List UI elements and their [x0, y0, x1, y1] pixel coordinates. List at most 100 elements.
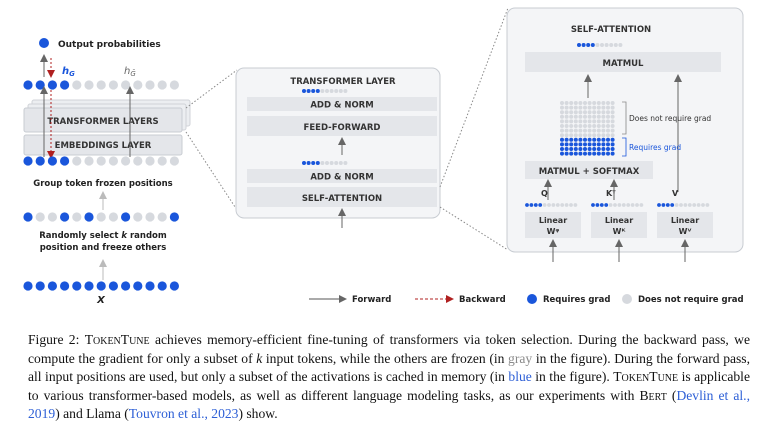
token-dot: [604, 203, 609, 207]
token-dot: [595, 43, 600, 47]
legend-requires-grad-dot: [527, 294, 537, 304]
attention-cell: [606, 119, 610, 124]
v-label: V: [672, 189, 679, 198]
caption-bert: Bert: [639, 387, 667, 403]
embeddings-layer-label: EMBEDDINGS LAYER: [55, 141, 152, 151]
token-dot: [84, 80, 94, 90]
caption-k: k: [256, 350, 263, 366]
attention-cell: [596, 133, 601, 138]
brace-no-grad: [622, 101, 627, 135]
token-dot: [133, 80, 143, 90]
x-label: X: [96, 295, 106, 306]
token-dot: [320, 161, 325, 165]
group-token-label: Group token frozen positions: [33, 179, 172, 189]
attention-cell: [583, 105, 587, 110]
attention-cell: [583, 133, 587, 138]
embeddings-layer-box: [23, 134, 183, 156]
token-dot: [547, 203, 551, 207]
token-dot: [665, 203, 670, 207]
legend-backward-label: Backward: [459, 295, 506, 305]
attention-cell: [569, 128, 574, 133]
attention-cell: [592, 119, 597, 124]
caption-text: is applicable to various transformer-bas…: [28, 369, 750, 403]
attention-cell: [587, 133, 592, 138]
attention-cell: [596, 124, 601, 128]
token-dot: [590, 43, 595, 47]
attention-cell: [587, 114, 592, 119]
token-dot: [609, 43, 614, 47]
attention-cell: [596, 105, 601, 110]
token-dot: [555, 203, 560, 207]
token-dot: [35, 281, 45, 291]
linear-k-label: Linear: [605, 216, 633, 225]
token-dot: [108, 212, 118, 222]
token-dot: [145, 80, 155, 90]
attention-cell: [564, 114, 569, 119]
token-dot: [325, 89, 329, 93]
attention-cell: [564, 151, 569, 156]
token-dot: [525, 203, 529, 207]
attention-cell: [587, 110, 592, 115]
attention-cell: [560, 110, 564, 115]
token-dot: [306, 89, 311, 93]
attention-cell: [573, 110, 578, 115]
attention-cell: [610, 124, 615, 128]
token-dot: [60, 281, 70, 291]
token-dot: [133, 156, 143, 166]
attention-cell: [587, 101, 592, 105]
attention-cell: [587, 137, 592, 142]
selected-token-row: [23, 212, 179, 222]
attention-cell: [583, 110, 587, 115]
token-dot: [157, 80, 167, 90]
attention-cell: [564, 101, 569, 105]
token-dot: [133, 212, 143, 222]
token-dot: [639, 203, 644, 207]
token-dot: [23, 156, 33, 166]
add-norm-bottom-label: ADD & NORM: [310, 173, 373, 183]
citation-link[interactable]: Touvron et al., 2023: [128, 406, 239, 422]
attention-cell: [610, 133, 615, 138]
token-dot: [613, 43, 618, 47]
attention-cell: [592, 101, 597, 105]
token-dot: [157, 281, 167, 291]
attention-cell: [573, 133, 578, 138]
attention-cell: [606, 151, 610, 156]
token-dot: [679, 203, 683, 207]
caption-text: ) show.: [238, 406, 278, 422]
token-dot: [169, 80, 179, 90]
token-dot: [23, 212, 33, 222]
token-dot: [581, 43, 586, 47]
attention-cell: [573, 105, 578, 110]
token-dot: [133, 281, 143, 291]
token-dot: [569, 203, 573, 207]
token-dot: [47, 281, 58, 291]
token-dot: [573, 203, 578, 207]
token-dot: [577, 43, 581, 47]
attention-cell: [601, 110, 606, 115]
token-dot: [600, 43, 604, 47]
attention-cell: [601, 101, 606, 105]
token-dot: [564, 203, 569, 207]
token-dot: [72, 156, 82, 166]
attention-cell: [606, 105, 610, 110]
token-dot: [701, 203, 705, 207]
token-dot: [96, 281, 106, 291]
attention-cell: [583, 137, 587, 142]
attention-cell: [610, 151, 615, 156]
attention-cell: [560, 151, 564, 156]
token-dot: [657, 203, 661, 207]
token-dot: [613, 203, 617, 207]
token-dot: [23, 80, 33, 90]
right-dots-top: [577, 43, 623, 47]
citation-link[interactable]: Devlin et al., 2019: [28, 387, 750, 422]
token-dot: [551, 203, 556, 207]
token-dot: [661, 203, 666, 207]
zoom-connector-right-bottom: [439, 206, 509, 251]
attention-cell: [610, 137, 615, 142]
attention-cell: [560, 119, 564, 124]
token-dot: [108, 156, 118, 166]
attention-cell: [596, 137, 601, 142]
caption-text: (: [666, 387, 677, 403]
attention-cell: [592, 147, 597, 151]
v-dots: [657, 203, 710, 207]
